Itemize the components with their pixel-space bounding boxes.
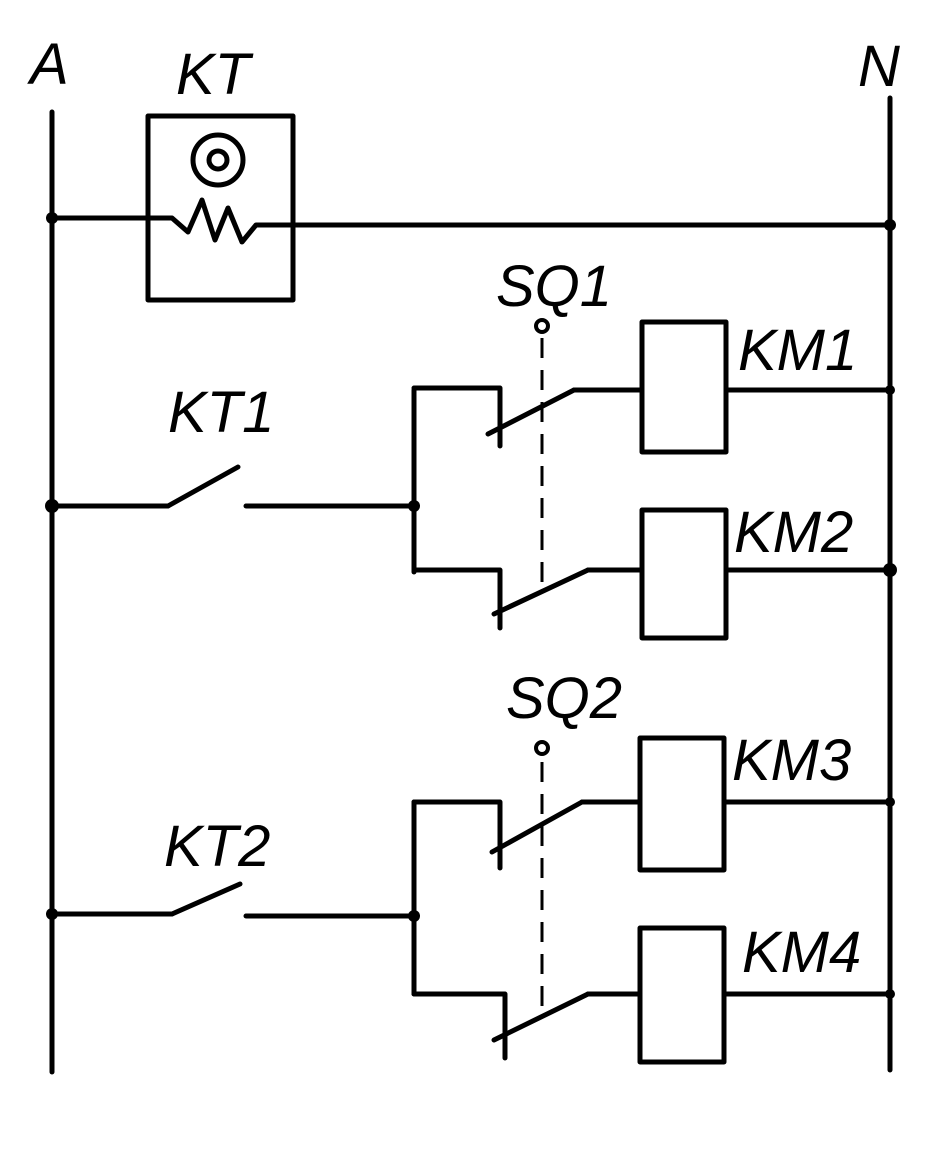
junction-n-km3 [885, 797, 895, 807]
junction-n-timer [884, 219, 896, 231]
km2-coil [639, 507, 729, 641]
junction-a-timer [46, 212, 58, 224]
km2-feed-wire [411, 567, 503, 631]
km3-feed-wire [411, 799, 503, 871]
lower-branch: KT2 SQ2 KM3 KM4 [49, 666, 893, 1065]
km1-feed-wire [411, 385, 503, 449]
km4-feed-wire [411, 991, 508, 1061]
timer-box [145, 113, 296, 303]
junction-a-kt1 [45, 499, 59, 513]
km4-coil [637, 925, 727, 1065]
junction-nodes [45, 212, 897, 999]
sq2-nc-contact-1 [489, 799, 585, 855]
junction-n-km1 [885, 385, 895, 395]
kt2-contact-blade [169, 881, 243, 917]
timer-rung: KT [49, 42, 893, 303]
km3-coil [637, 735, 727, 873]
sq1-actuator [534, 318, 550, 334]
bus-a-label: A [27, 32, 69, 97]
junction-n-km4 [885, 989, 895, 999]
sq2-nc-contact-2 [491, 991, 591, 1043]
sq2-label: SQ2 [506, 666, 622, 731]
km3-label: KM3 [732, 728, 851, 793]
km1-coil [639, 319, 729, 455]
junction-lower-split [408, 910, 420, 922]
synchronous-motor-icon [190, 132, 246, 188]
km1-label: KM1 [738, 318, 857, 383]
sq2-actuator [534, 740, 550, 756]
km4-label: KM4 [742, 920, 861, 985]
bus-n-label: N [858, 34, 900, 99]
timer-label: KT [176, 42, 254, 107]
resistor-icon [49, 197, 893, 245]
junction-upper-split [408, 500, 420, 512]
kt1-label: KT1 [168, 380, 274, 445]
km2-label: KM2 [734, 500, 853, 565]
kt2-label: KT2 [164, 814, 270, 879]
junction-a-kt2 [46, 908, 58, 920]
kt1-contact-blade [165, 464, 241, 509]
sq1-nc-contact-2 [491, 567, 591, 617]
sq1-label: SQ1 [496, 254, 612, 319]
junction-n-km2 [883, 563, 897, 577]
sq1-nc-contact-1 [485, 387, 577, 437]
upper-branch: KT1 SQ1 KM1 KM2 [49, 254, 893, 641]
